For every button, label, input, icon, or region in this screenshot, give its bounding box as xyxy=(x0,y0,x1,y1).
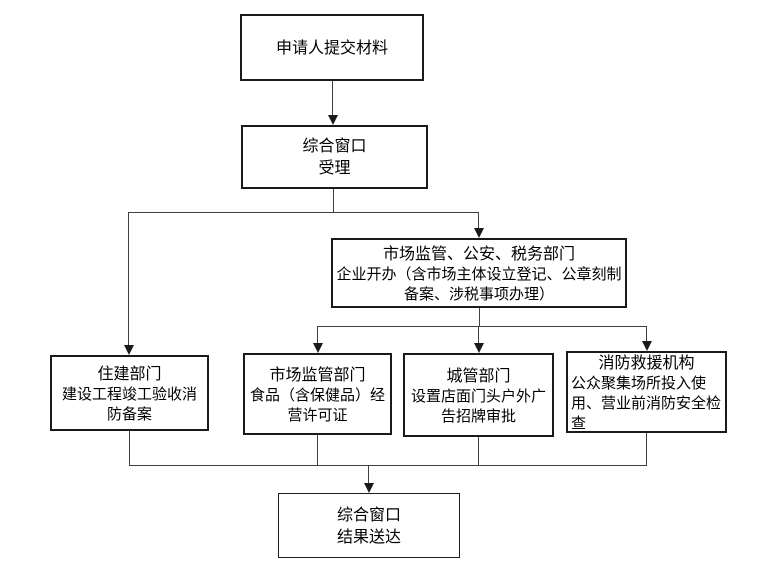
connector-accept-stub xyxy=(333,189,334,213)
node-urban-management-dept: 城管部门 设置店面门头户外广 告招牌审批 xyxy=(403,353,554,437)
node-window-acceptance-label: 综合窗口 受理 xyxy=(302,136,367,177)
arrow-down-icon xyxy=(474,343,484,353)
connector-fire-down xyxy=(646,433,647,466)
node-market-regulation-dept: 市场监管部门 食品（含保健品）经 营许可证 xyxy=(243,353,392,435)
node-enterprise-opening-desc: 企业开办（含市场主体设立登记、公章刻制 备案、涉税事项办理） xyxy=(336,264,622,303)
node-window-acceptance: 综合窗口 受理 xyxy=(241,125,428,189)
node-fire-rescue-agency-desc: 公众聚集场所投入使 用、营业前消防安全检 查 xyxy=(571,373,722,432)
node-urban-management-dept-title: 城管部门 xyxy=(446,365,511,385)
connector-market-down xyxy=(317,435,318,466)
node-urban-management-dept-desc: 设置店面门头户外广 告招牌审批 xyxy=(410,386,546,425)
node-applicant-submit-label: 申请人提交材料 xyxy=(275,37,388,57)
node-housing-dept-desc: 建设工程竣工验收消 防备案 xyxy=(61,384,197,423)
arrow-down-icon xyxy=(328,115,338,125)
connector-to-fire xyxy=(646,326,647,343)
node-enterprise-opening-title: 市场监管、公安、税务部门 xyxy=(382,243,575,263)
connector-to-market xyxy=(317,326,318,345)
connector-housing-down xyxy=(129,431,130,466)
connector-urban-down xyxy=(478,437,479,466)
connector-to-housing xyxy=(128,212,129,347)
arrow-down-icon xyxy=(642,341,652,351)
connector-submit-accept xyxy=(332,81,333,117)
arrow-down-icon xyxy=(364,483,374,493)
node-applicant-submit: 申请人提交材料 xyxy=(240,14,424,81)
node-fire-rescue-agency-title: 消防救援机构 xyxy=(598,352,695,372)
connector-merge-bar xyxy=(129,465,647,466)
node-housing-dept: 住建部门 建设工程竣工验收消 防备案 xyxy=(50,355,209,431)
node-market-regulation-dept-desc: 食品（含保健品）经 营许可证 xyxy=(249,385,385,424)
connector-split-bar-top xyxy=(128,212,479,213)
node-market-regulation-dept-title: 市场监管部门 xyxy=(269,364,366,384)
arrow-down-icon xyxy=(124,345,134,355)
node-housing-dept-title: 住建部门 xyxy=(97,363,162,383)
node-result-delivery: 综合窗口 结果送达 xyxy=(278,493,460,558)
node-enterprise-opening: 市场监管、公安、税务部门 企业开办（含市场主体设立登记、公章刻制 备案、涉税事项… xyxy=(331,238,627,308)
node-fire-rescue-agency: 消防救援机构 公众聚集场所投入使 用、营业前消防安全检 查 xyxy=(566,351,727,433)
connector-to-result xyxy=(368,465,369,485)
connector-split-bar-mid xyxy=(317,326,647,327)
node-result-delivery-label: 综合窗口 结果送达 xyxy=(336,504,401,546)
connector-to-enterprise xyxy=(478,212,479,230)
connector-enterprise-stub xyxy=(479,308,480,326)
connector-to-urban xyxy=(478,326,479,345)
arrow-down-icon xyxy=(474,228,484,238)
arrow-down-icon xyxy=(313,343,323,353)
